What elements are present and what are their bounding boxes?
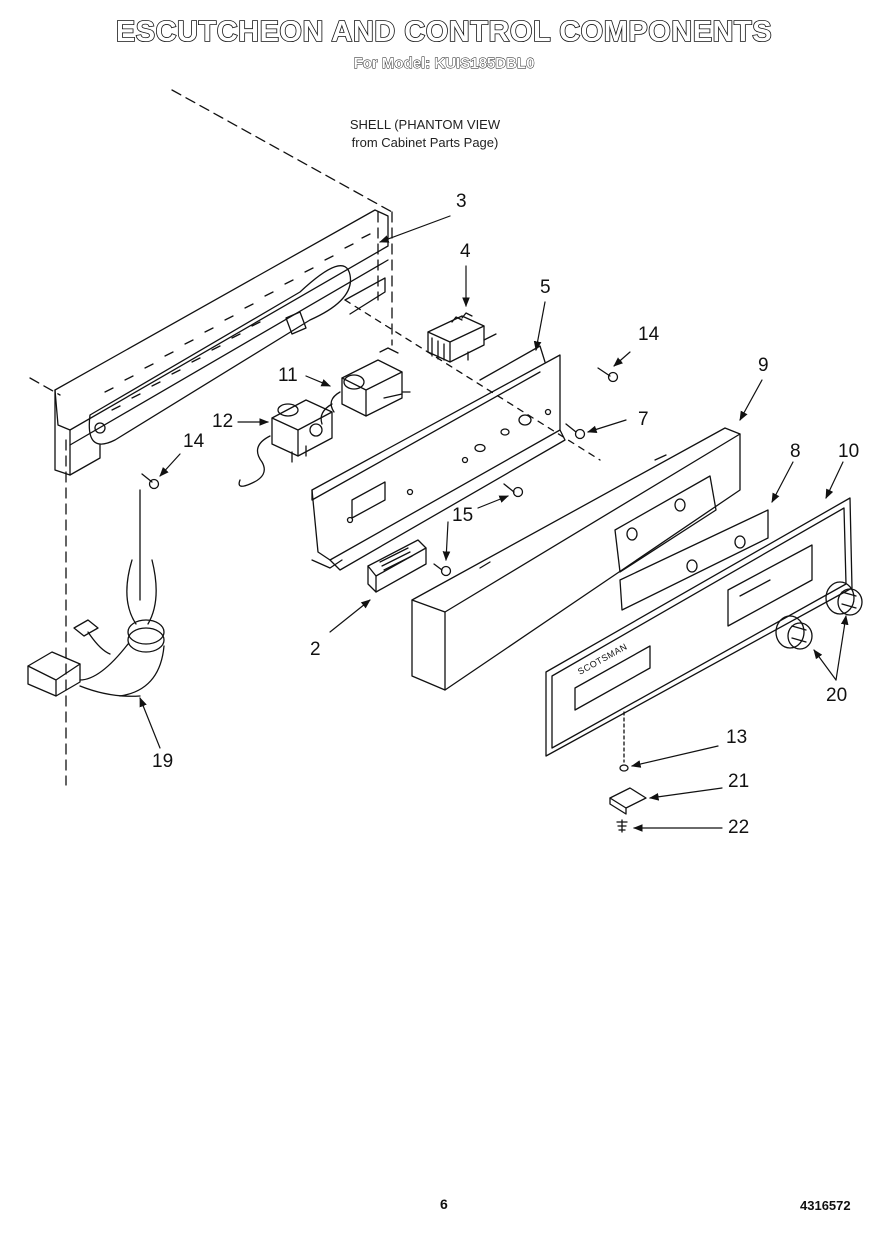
screw-15-upper	[504, 484, 523, 497]
part-9-escutcheon	[412, 428, 740, 690]
callout-10: 10	[838, 441, 860, 462]
model-subtitle: For Model: KUIS185DBL0	[353, 55, 535, 73]
screws	[142, 368, 618, 576]
part-8-panel	[620, 510, 768, 610]
callout-5: 5	[540, 277, 551, 298]
callout-13: 13	[726, 727, 748, 748]
callout-15: 15	[452, 505, 474, 526]
part-10-faceplate	[546, 498, 852, 756]
page-number: 6	[440, 1196, 448, 1212]
screw-7	[566, 424, 585, 439]
screw-14-upper	[598, 368, 618, 382]
screw-14-lower	[142, 474, 159, 489]
part-4-switch	[428, 313, 496, 362]
screw-15-lower	[434, 564, 451, 576]
callout-2: 2	[310, 639, 321, 660]
shell-note-line1: SHELL (PHANTOM VIEW	[349, 117, 501, 132]
callout-14-upper: 14	[638, 324, 660, 345]
part-2-bracket	[368, 540, 426, 592]
leader-arrows	[140, 216, 849, 832]
part-5-plate	[312, 346, 565, 570]
callout-19: 19	[152, 751, 174, 772]
callout-14-lower: 14	[183, 431, 205, 452]
callout-20: 20	[826, 685, 848, 706]
shell-phantom	[30, 90, 600, 785]
shell-note-line2: from Cabinet Parts Page)	[351, 135, 499, 150]
part-12-control	[239, 400, 332, 486]
part-19-harness	[28, 490, 164, 696]
callout-4: 4	[460, 241, 471, 262]
part-3-bracket	[55, 210, 388, 475]
callout-11: 11	[278, 365, 298, 386]
document-code: 4316572	[800, 1198, 851, 1213]
callout-22: 22	[728, 817, 750, 838]
parts-13-21-22	[610, 712, 646, 832]
shell-note: SHELL (PHANTOM VIEW from Cabinet Parts P…	[325, 116, 525, 152]
part-20-knobs	[776, 582, 862, 649]
callout-9: 9	[758, 355, 769, 376]
callout-7: 7	[638, 409, 649, 430]
callout-8: 8	[790, 441, 801, 462]
callout-12: 12	[212, 411, 234, 432]
page-title: ESCUTCHEON AND CONTROL COMPONENTS	[115, 15, 773, 49]
callout-3: 3	[456, 191, 467, 212]
part-11-thermostat	[321, 348, 410, 424]
callout-21: 21	[728, 771, 750, 792]
